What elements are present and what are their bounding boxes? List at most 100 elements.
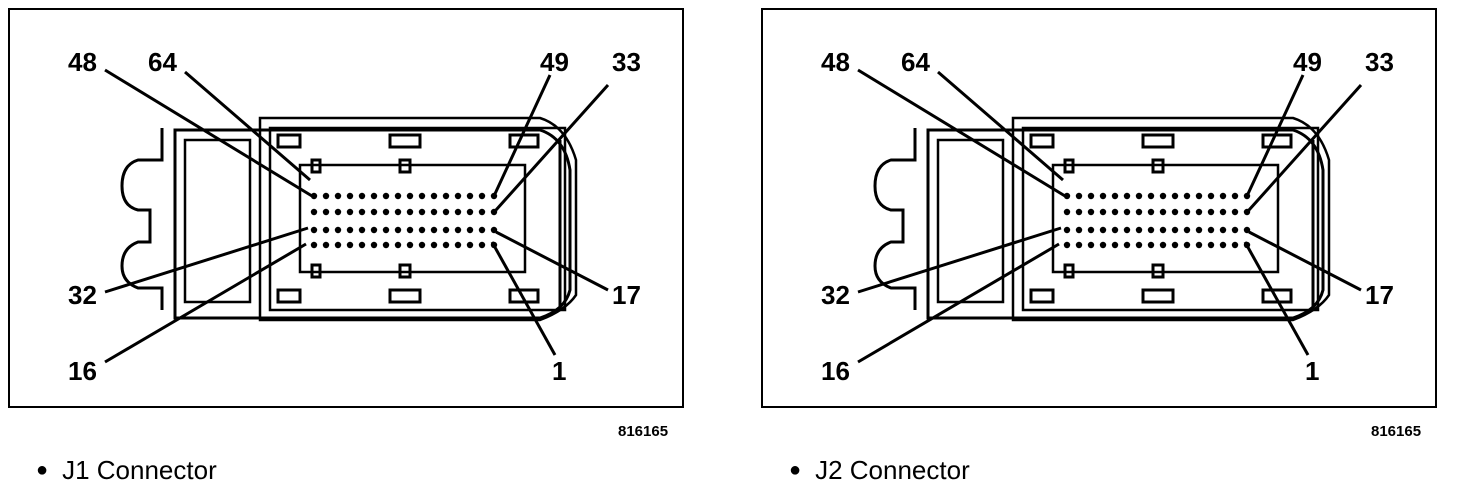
pin-contact [1219,192,1227,200]
pin-contact [1111,241,1119,249]
pin-contact [1159,241,1167,249]
pin-contact [430,192,438,200]
pin-contact [322,226,330,234]
pin-contact [1063,208,1071,216]
pin-contact [1135,226,1143,234]
pin-label-17: 17 [1365,280,1394,310]
j2-connector-drawing [857,68,1363,364]
pin-contact [442,241,450,249]
pin-contact [1183,208,1191,216]
pin-contact [1147,208,1155,216]
pin-contact [382,241,390,249]
pin-contact [442,192,450,200]
pin-contact [1075,192,1083,200]
figure-number: 816165 [1371,423,1422,440]
pin-contact [406,226,414,234]
pin-contact [1231,208,1239,216]
pin-contact [1111,192,1119,200]
pin-label-33: 33 [612,47,641,77]
pin-contact [1099,192,1107,200]
pin-contact [478,226,486,234]
pin-contact [1219,226,1227,234]
pin-contact [430,208,438,216]
pin-contact [1063,241,1071,249]
pin-contact [1135,241,1143,249]
pin-contact [358,241,366,249]
pin-contact [1075,241,1083,249]
pin-contact [358,208,366,216]
pin-contact [418,226,426,234]
pin-contact [382,226,390,234]
pin-contact [1207,226,1215,234]
pin-contact [478,208,486,216]
pin-contact [1171,192,1179,200]
pin-rows [310,192,498,249]
pin-contact [1099,208,1107,216]
pin-contact [1147,241,1155,249]
pin-contact [1243,226,1251,234]
pin-contact [454,226,462,234]
pin-label-49: 49 [540,47,569,77]
pin-contact [490,226,498,234]
pin-contact [1147,226,1155,234]
pin-contact [370,226,378,234]
pin-contact [1231,192,1239,200]
pin-contact [1183,192,1191,200]
pin-contact [370,241,378,249]
pin-contact [310,192,318,200]
pin-contact [394,241,402,249]
pin-contact [1171,241,1179,249]
pin-contact [1111,226,1119,234]
pin-contact [1063,192,1071,200]
pin-contact [406,241,414,249]
pin-contact [322,208,330,216]
pin-contact [1207,241,1215,249]
pin-contact [430,241,438,249]
pin-contact [418,208,426,216]
pin-contact [334,192,342,200]
pin-contact [1159,208,1167,216]
pin-contact [1087,241,1095,249]
pin-contact [1087,226,1095,234]
pin-contact [382,208,390,216]
pin-contact [370,208,378,216]
pin-contact [310,226,318,234]
pin-label-1: 1 [552,356,567,386]
pin-contact [1159,226,1167,234]
pin-contact [454,192,462,200]
pin-contact [358,192,366,200]
pin-contact [1207,192,1215,200]
pin-contact [1099,226,1107,234]
pin-contact [1207,208,1215,216]
pin-contact [466,241,474,249]
j1-connector-panel: 48 64 49 33 32 17 16 1 816165 ●J1 Connec… [8,8,684,485]
pin-contact [322,192,330,200]
caption-text: J1 Connector [62,455,217,485]
pin-label-33: 33 [1365,47,1394,77]
pin-contact [394,226,402,234]
pin-contact [466,226,474,234]
pin-contact [442,208,450,216]
pin-label-32: 32 [68,280,97,310]
connector-caption: ●J2 Connector [789,455,970,486]
leader-lines [857,68,1363,364]
pin-contact [1231,241,1239,249]
pin-contact [1219,208,1227,216]
pin-contact [466,192,474,200]
connector-housing [873,116,1331,322]
pin-contact [346,208,354,216]
figure-number: 816165 [618,423,669,440]
pin-contact [1195,226,1203,234]
pin-contact [346,241,354,249]
pin-contact [1111,208,1119,216]
pin-contact [1219,241,1227,249]
pin-contact [1159,192,1167,200]
pin-contact [1243,208,1251,216]
pin-label-32: 32 [821,280,850,310]
pin-contact [1123,241,1131,249]
pin-contact [310,208,318,216]
pin-label-16: 16 [821,356,850,386]
pin-rows [1063,192,1251,249]
pin-contact [490,208,498,216]
j1-connector-drawing [104,68,610,364]
